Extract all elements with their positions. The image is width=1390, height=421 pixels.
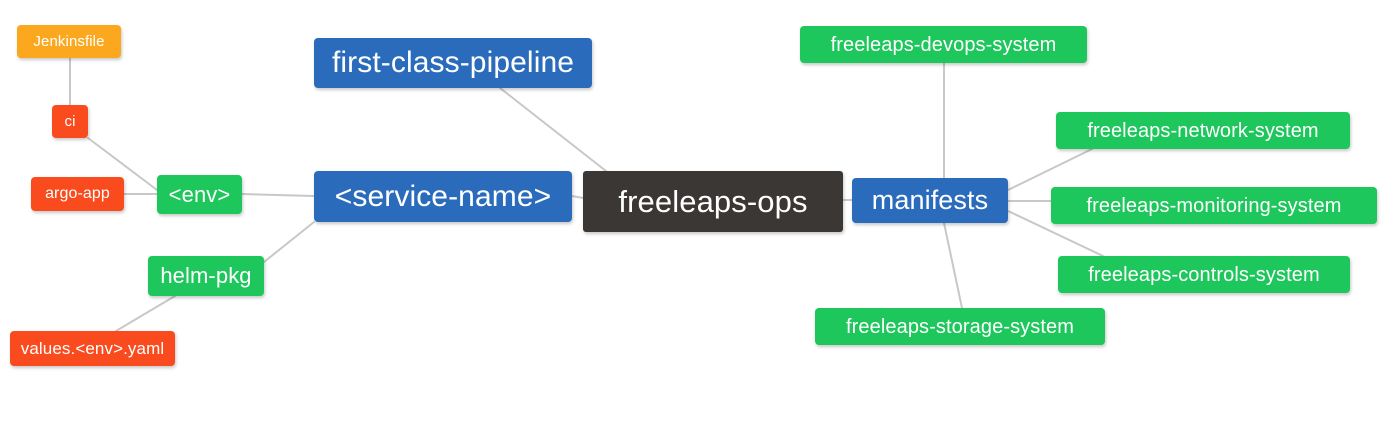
node-freeleaps-ops[interactable]: freeleaps-ops	[583, 171, 843, 232]
edge-service-name-to-helm-pkg	[263, 221, 315, 263]
node-network-system[interactable]: freeleaps-network-system	[1056, 112, 1350, 149]
edge-manifests-to-network-system	[1007, 148, 1093, 191]
node-monitoring-system[interactable]: freeleaps-monitoring-system	[1051, 187, 1377, 224]
edge-service-name-to-freeleaps-ops	[571, 195, 584, 199]
node-controls-system[interactable]: freeleaps-controls-system	[1058, 256, 1350, 293]
edge-manifests-to-storage-system	[943, 222, 963, 309]
node-first-class-pipeline[interactable]: first-class-pipeline	[314, 38, 592, 88]
node-ci[interactable]: ci	[52, 105, 88, 138]
edge-first-class-pipeline-to-freeleaps-ops	[499, 87, 607, 172]
node-values-yaml[interactable]: values.<env>.yaml	[10, 331, 175, 366]
node-helm-pkg[interactable]: helm-pkg	[148, 256, 264, 296]
node-storage-system[interactable]: freeleaps-storage-system	[815, 308, 1105, 345]
node-manifests[interactable]: manifests	[852, 178, 1008, 223]
node-argo-app[interactable]: argo-app	[31, 177, 124, 211]
edge-env-to-service-name	[241, 193, 315, 197]
node-jenkinsfile[interactable]: Jenkinsfile	[17, 25, 121, 58]
node-service-name[interactable]: <service-name>	[314, 171, 572, 222]
node-devops-system[interactable]: freeleaps-devops-system	[800, 26, 1087, 63]
edge-helm-pkg-to-values-yaml	[115, 295, 176, 332]
node-env[interactable]: <env>	[157, 175, 242, 214]
